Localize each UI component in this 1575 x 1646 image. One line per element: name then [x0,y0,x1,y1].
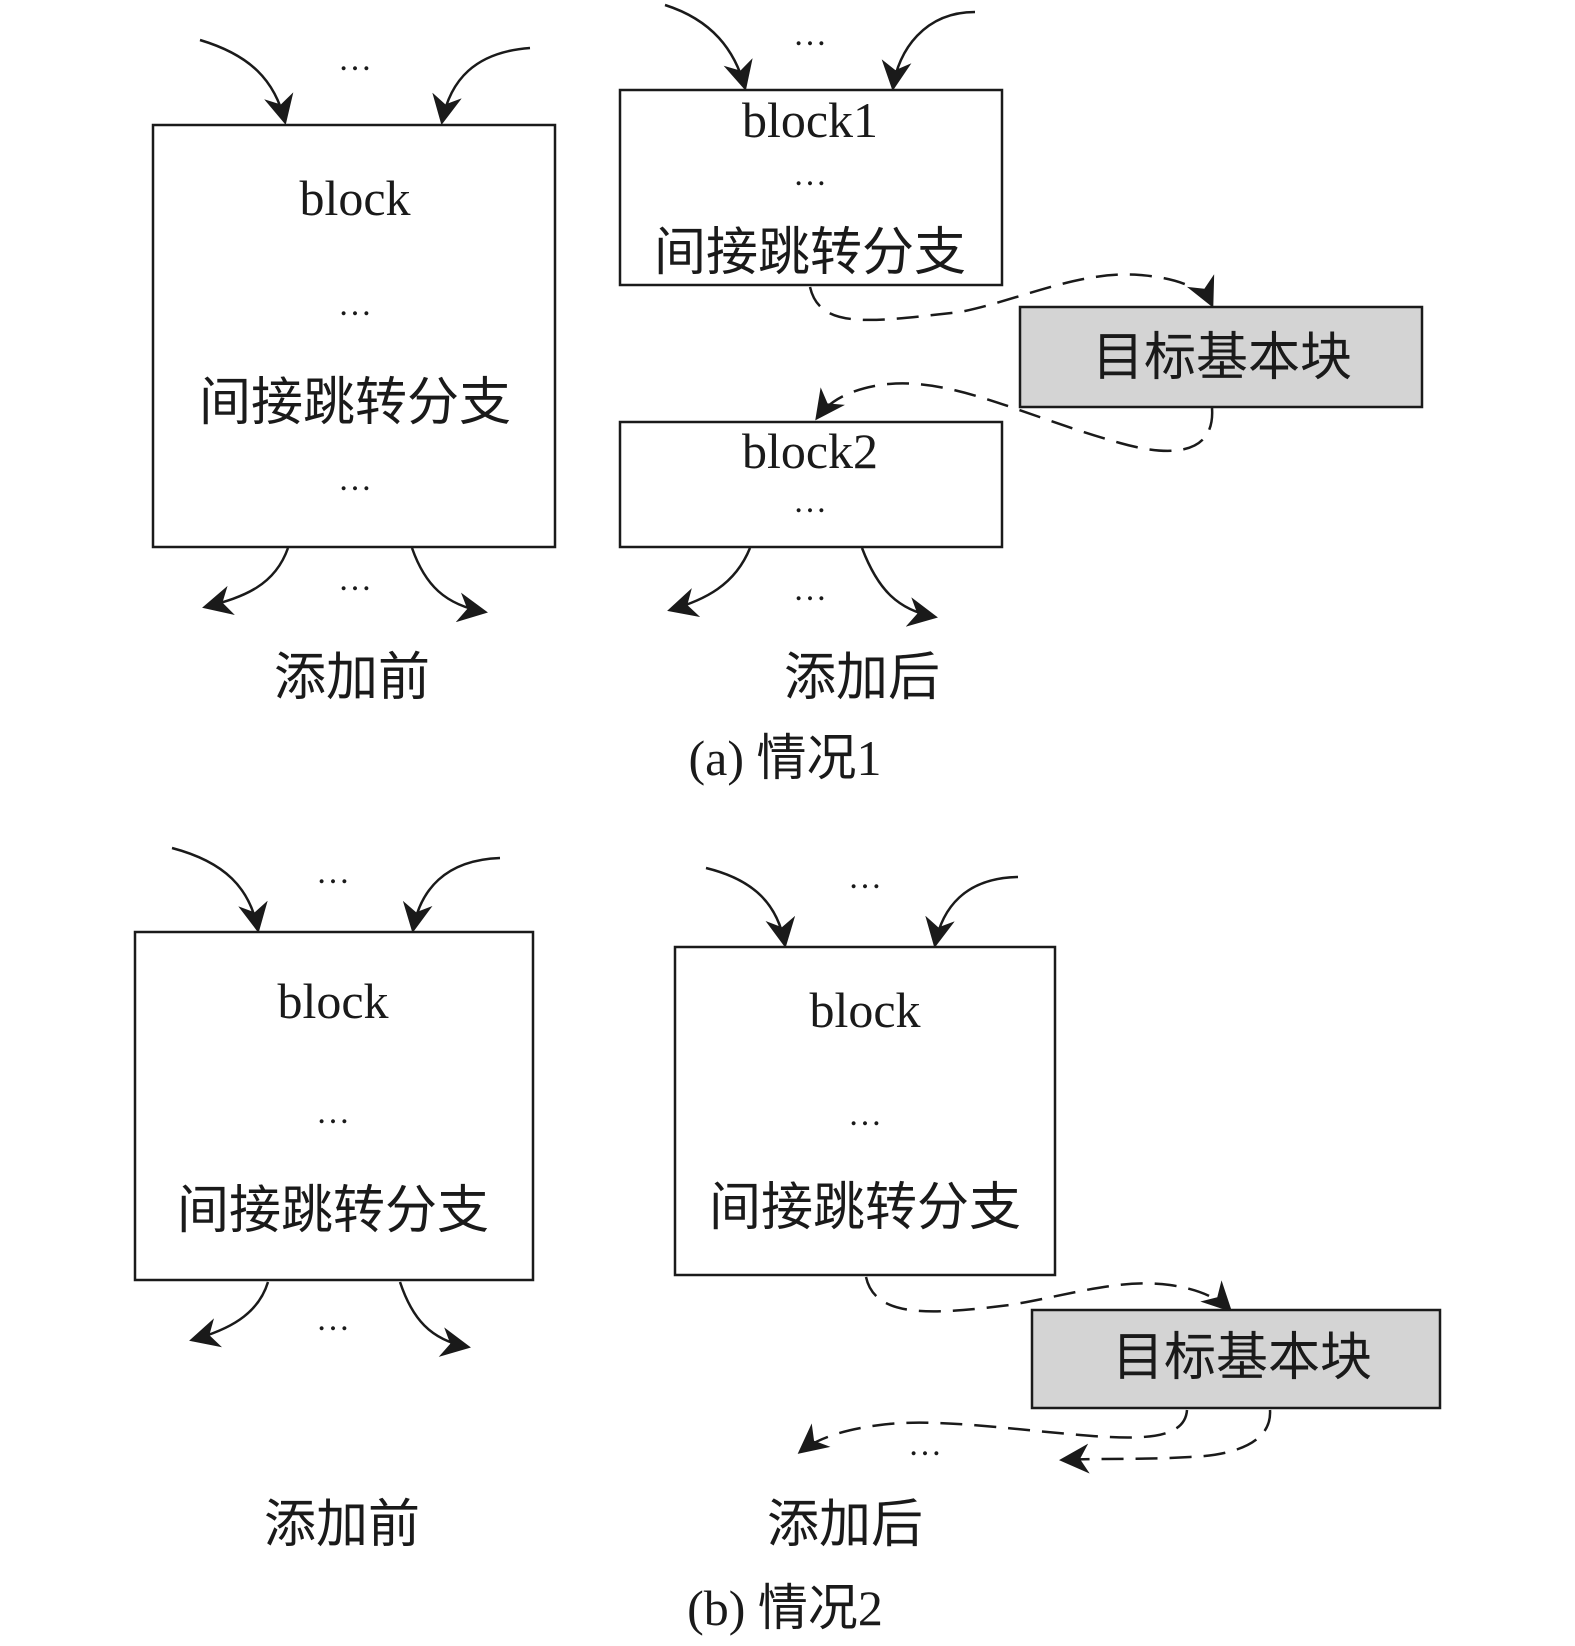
outgoing-arrow-left [189,1281,270,1348]
branch-label: 间接跳转分支 [654,225,966,282]
block1-dots: … [793,156,827,193]
outgoing-dots: … [316,1301,350,1338]
branch-label: 间接跳转分支 [709,1180,1021,1237]
incoming-dots: … [316,854,350,891]
before-caption: 添加前 [274,650,430,707]
target-block-box [1030,1308,1442,1410]
block2-box [618,420,1004,549]
target-block-label: 目标基本块 [1112,1330,1372,1387]
block-box [133,930,535,1282]
block2-label: block2 [742,423,878,479]
block-dots-bottom: … [338,461,372,498]
panel-b-caption: (b) 情况2 [687,1580,883,1636]
incoming-dots: … [848,859,882,896]
panel-a-caption: (a) 情况1 [689,730,882,786]
dashed-arrow-out-right [1059,1409,1272,1474]
panel-b-before: … block … 间接跳转分支 … 添加前 [133,846,535,1554]
panel-a-before: … block … 间接跳转分支 … … 添加前 [151,38,557,707]
dashed-arrow-to-target [864,1276,1233,1313]
target-block-box [1018,305,1424,409]
outgoing-dots: … [338,561,372,598]
block-label: block [809,982,920,1038]
dashed-arrow-to-block2 [815,382,1214,453]
panel-b-after: … block … 间接跳转分支 目标基本块 … 添加后 [673,859,1442,1554]
block-dots-top: … [338,286,372,323]
dashed-arrow-out-left [797,1409,1189,1454]
incoming-arrow-right [402,856,501,933]
block1-box [618,88,1004,287]
incoming-arrow-left [664,3,753,91]
outgoing-arrow-right [410,547,488,623]
before-caption: 添加前 [264,1497,420,1554]
incoming-arrow-left [171,846,268,933]
incoming-arrow-right [925,875,1019,948]
block-dots: … [848,1096,882,1133]
incoming-arrow-right [881,10,976,91]
block1-label: block1 [742,92,878,148]
block-label: block [299,170,410,226]
incoming-arrow-left [199,38,294,125]
block-box [673,945,1057,1277]
incoming-arrow-right [432,46,531,125]
outgoing-arrow-left [202,547,290,616]
branch-label: 间接跳转分支 [177,1183,489,1240]
branch-label: 间接跳转分支 [199,375,511,432]
panel-a-after: … block1 … 间接跳转分支 目标基本块 block2 … … 添加后 [618,3,1424,707]
after-caption: 添加后 [767,1497,923,1554]
target-block-label: 目标基本块 [1092,330,1352,387]
outgoing-arrow-right [860,547,938,627]
incoming-dots: … [793,16,827,53]
block-box [151,123,557,549]
incoming-arrow-left [705,866,796,948]
outgoing-arrow-right [398,1281,471,1357]
outgoing-dots: … [908,1426,942,1463]
outgoing-dots: … [793,571,827,608]
after-caption: 添加后 [784,650,940,707]
block2-dots: … [793,483,827,520]
outgoing-arrow-left [667,547,752,618]
dashed-arrow-to-target [808,273,1215,322]
block-dots: … [316,1094,350,1131]
incoming-dots: … [338,41,372,78]
block-label: block [277,973,388,1029]
